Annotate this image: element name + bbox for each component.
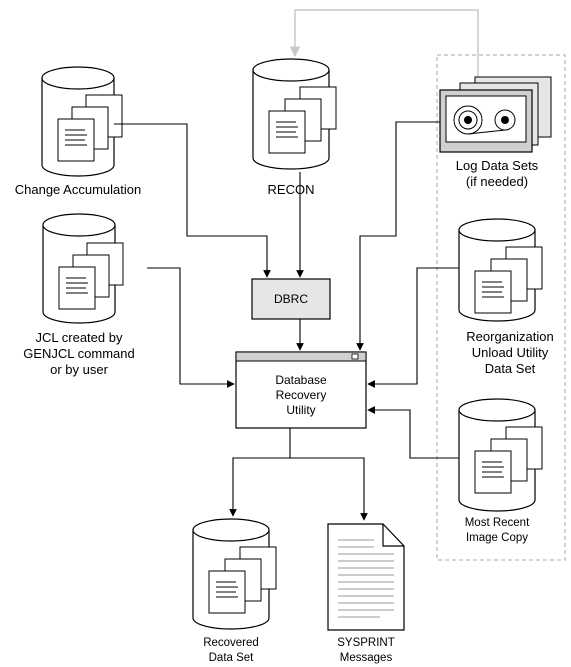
tape-reel-icon xyxy=(439,76,552,153)
utility-label-line2: Recovery xyxy=(276,388,327,402)
connector-reorg-to-utility xyxy=(367,267,459,388)
jcl-cylinder xyxy=(42,213,124,324)
document-stack-icon xyxy=(474,426,543,494)
log-data-sets-label: Log Data Sets xyxy=(456,158,539,173)
sysprint-label-line2: Messages xyxy=(340,652,393,664)
sysprint-document-icon xyxy=(327,523,405,631)
recovered-data-set-cylinder xyxy=(192,518,277,630)
document-stack-icon xyxy=(474,246,543,314)
document-stack-icon xyxy=(57,94,123,162)
image-copy-label-line1: Most Recent xyxy=(465,517,530,529)
jcl-label-line2: GENJCL command xyxy=(23,346,135,361)
utility-label-line1: Database xyxy=(275,373,327,387)
log-feedback-connector xyxy=(289,9,479,88)
connector-utility-to-recovered xyxy=(229,428,291,517)
change-accumulation-cylinder xyxy=(41,66,123,177)
optional-inputs-group xyxy=(436,54,566,561)
connector-change-accum-to-dbrc xyxy=(114,123,271,278)
recon-cylinder xyxy=(252,58,337,170)
connector-jcl-to-utility xyxy=(147,267,235,388)
connector-logs-to-utility xyxy=(356,121,440,351)
change-accumulation-label: Change Accumulation xyxy=(15,182,141,197)
jcl-label-line3: or by user xyxy=(50,362,108,377)
dbrc-label: DBRC xyxy=(274,292,308,306)
document-stack-icon xyxy=(268,86,337,154)
reorg-label-line3: Data Set xyxy=(485,361,536,376)
connector-image-copy-to-utility xyxy=(367,406,459,459)
utility-label-line3: Utility xyxy=(286,403,315,417)
image-copy-label-line2: Image Copy xyxy=(466,532,528,544)
database-recovery-utility-box xyxy=(235,351,367,429)
dbrc-box xyxy=(251,278,331,320)
reorg-label-line2: Unload Utility xyxy=(472,345,549,360)
document-stack-icon xyxy=(208,546,277,614)
reorg-cylinder xyxy=(458,218,543,322)
connector-utility-to-sysprint xyxy=(290,457,368,521)
window-control-icon xyxy=(351,353,359,360)
sysprint-label-line1: SYSPRINT xyxy=(337,637,395,649)
log-data-sets-note: (if needed) xyxy=(466,174,528,189)
reorg-label-line1: Reorganization xyxy=(466,329,553,344)
document-stack-icon xyxy=(58,242,124,310)
jcl-label-line1: JCL created by xyxy=(36,330,123,345)
recon-label: RECON xyxy=(268,182,315,197)
image-copy-cylinder xyxy=(458,398,543,512)
recovered-label-line2: Data Set xyxy=(209,652,255,664)
recovered-label-line1: Recovered xyxy=(203,637,259,649)
